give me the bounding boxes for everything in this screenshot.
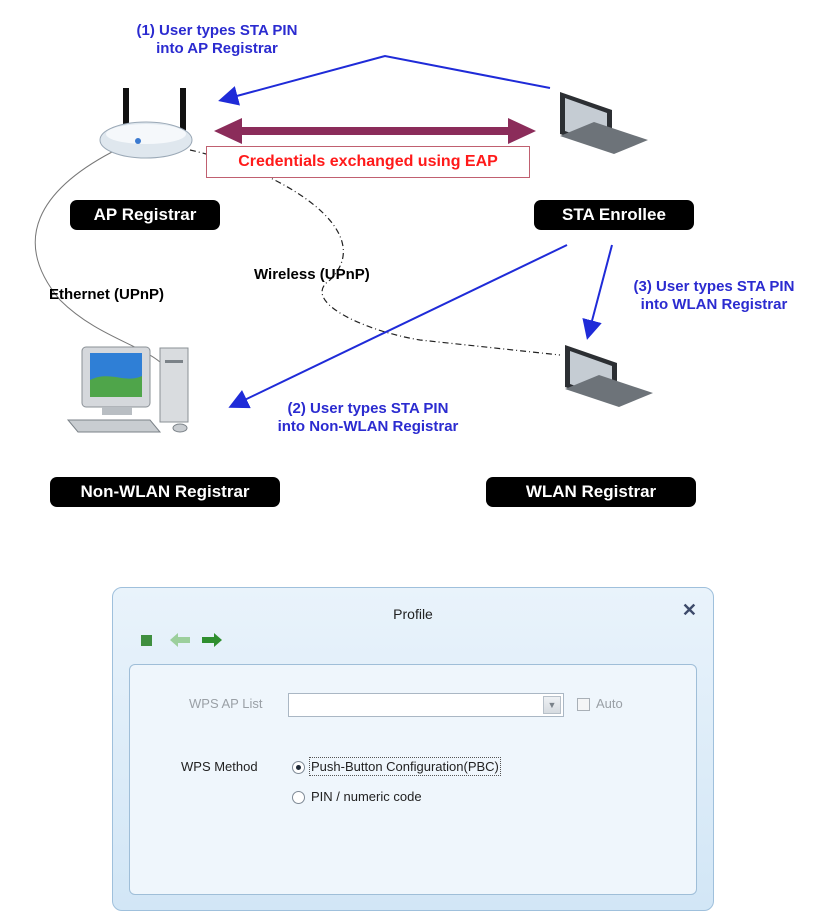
wps-method-label: WPS Method (181, 759, 258, 774)
desktop-pc-icon (66, 346, 189, 433)
step1-caption: (1) User types STA PIN into AP Registrar (136, 22, 298, 57)
sta-enrollee-label: STA Enrollee (534, 200, 694, 230)
step3-caption: (3) User types STA PIN into WLAN Registr… (633, 278, 795, 313)
chevron-down-icon[interactable]: ▼ (543, 696, 561, 714)
exchange-arrow (214, 118, 536, 144)
wireless-link (189, 149, 561, 356)
forward-arrow-icon[interactable] (201, 632, 223, 648)
wlan-registrar-label: WLAN Registrar (486, 477, 696, 507)
wlan-laptop-icon (565, 345, 653, 407)
step1-arrow (218, 54, 551, 106)
sta-laptop-icon (560, 92, 648, 154)
diagram-drawing (34, 54, 653, 433)
pbc-radio[interactable] (292, 761, 305, 774)
back-arrow-icon[interactable] (169, 632, 191, 648)
ethernet-label: Ethernet (UPnP) (49, 286, 165, 303)
pin-radio[interactable] (292, 791, 305, 804)
ethernet-link (34, 151, 161, 363)
wps-diagram: (1) User types STA PIN into AP Registrar… (34, 22, 795, 507)
step3-arrow (582, 244, 613, 340)
step2-arrow (228, 244, 568, 409)
wps-ap-list-select[interactable]: ▼ (288, 693, 564, 717)
credentials-label: Credentials exchanged using EAP (206, 146, 530, 178)
non-wlan-registrar-label: Non-WLAN Registrar (50, 477, 280, 507)
pbc-radio-label[interactable]: Push-Button Configuration(PBC) (309, 757, 501, 776)
stop-icon[interactable] (141, 635, 152, 646)
wps-panel: WPS AP List ▼ Auto WPS Method Push-Butto… (129, 664, 697, 895)
auto-label: Auto (596, 696, 623, 711)
ap-registrar-label: AP Registrar (70, 200, 220, 230)
wps-ap-list-label: WPS AP List (189, 696, 263, 711)
step2-caption: (2) User types STA PIN into Non-WLAN Reg… (277, 400, 459, 435)
profile-dialog: Profile ✕ WPS AP List ▼ Auto WPS Method … (112, 587, 714, 911)
auto-checkbox[interactable] (577, 698, 590, 711)
wireless-label: Wireless (UPnP) (254, 266, 370, 283)
close-icon[interactable]: ✕ (681, 600, 697, 620)
ap-router-icon (99, 88, 193, 159)
dialog-title: Profile (393, 606, 433, 622)
pin-radio-label[interactable]: PIN / numeric code (311, 789, 422, 804)
